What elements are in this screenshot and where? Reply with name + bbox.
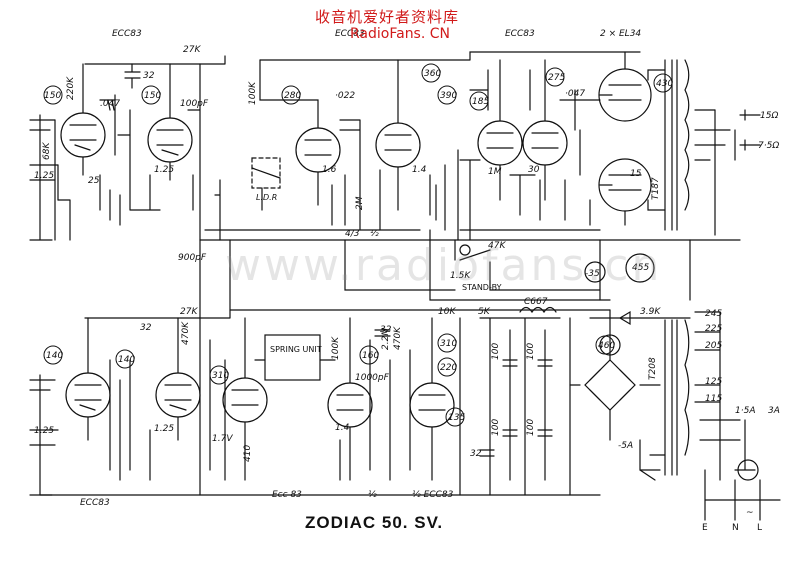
label-misc7: 15 bbox=[630, 169, 642, 179]
label-v-bot1: 140 bbox=[46, 351, 63, 361]
label-tube-ecc83-bot2: Ecc 83 bbox=[272, 490, 302, 500]
label-tap-245: 245 bbox=[705, 309, 722, 319]
label-v-bot4: 1.25 bbox=[34, 426, 54, 436]
label-fuse1: 1·5A bbox=[735, 406, 755, 416]
label-r7: 5K bbox=[478, 307, 491, 317]
label-t-right: T187 bbox=[651, 177, 661, 200]
label-v-top1: 150 bbox=[44, 91, 61, 101]
label-tap-115: 115 bbox=[705, 394, 722, 404]
label-v-top15: -35 bbox=[585, 269, 600, 279]
label-v-top12: 1.4 bbox=[412, 165, 427, 175]
label-standby: STAND-BY bbox=[462, 283, 502, 292]
label-tube-ecc83-top: ECC83 bbox=[112, 29, 142, 39]
label-v-top2: 150 bbox=[144, 91, 161, 101]
label-v-top7: 275 bbox=[548, 73, 565, 83]
label-v-bot6: 1.7V bbox=[212, 434, 233, 444]
label-v-bot10: 1.4 bbox=[335, 423, 350, 433]
label-mains-sym: ~ bbox=[746, 508, 754, 518]
label-v-top10: 1.25 bbox=[154, 165, 174, 175]
label-mains-n: N bbox=[732, 523, 739, 533]
label-r1: 27K bbox=[183, 45, 201, 55]
label-v-top4: 360 bbox=[424, 69, 441, 79]
label-r8: 10K bbox=[438, 307, 456, 317]
label-tube-ecc83-right: ECC83 bbox=[505, 29, 535, 39]
label-v-top3: 280 bbox=[284, 91, 301, 101]
label-misc4: 68K bbox=[42, 142, 52, 160]
label-r2: 27K bbox=[180, 307, 198, 317]
label-v-top14: 455 bbox=[632, 263, 649, 273]
label-misc5: 470K bbox=[393, 326, 403, 350]
label-v-bot13: 410 bbox=[243, 445, 253, 462]
label-c1: .047 bbox=[100, 99, 120, 109]
label-v-top11: 1.6 bbox=[322, 165, 337, 175]
site-header-url: RadioFans. CN bbox=[350, 26, 451, 42]
label-misc2: 2M bbox=[355, 196, 365, 210]
label-c10: 900pF bbox=[178, 253, 207, 263]
label-out-15: 15Ω bbox=[760, 111, 778, 121]
label-fuse2: 3A bbox=[768, 406, 780, 416]
label-ldr: L.D.R bbox=[256, 193, 277, 202]
label-tap-205: 205 bbox=[705, 341, 722, 351]
label-c11: 1.5K bbox=[450, 271, 471, 281]
label-v-top8: 430 bbox=[656, 79, 673, 89]
label-c14: 32 bbox=[470, 449, 482, 459]
label-v-bot11: 135 bbox=[448, 413, 465, 423]
label-v-bot8: 310 bbox=[440, 339, 457, 349]
site-header-chinese: 收音机爱好者资料库 bbox=[315, 8, 460, 26]
label-r10: 47K bbox=[488, 241, 506, 251]
label-r3: 220K bbox=[66, 76, 76, 100]
label-r5: 100K bbox=[331, 336, 341, 360]
label-mains-e: E bbox=[702, 523, 708, 533]
label-tap-225: 225 bbox=[705, 324, 722, 334]
label-c16: 100 bbox=[526, 419, 536, 436]
label-c9: 1000pF bbox=[355, 373, 390, 383]
label-tube-el34: 2 × EL34 bbox=[600, 29, 641, 39]
label-v-top5: 390 bbox=[440, 91, 457, 101]
label-c6: 32 bbox=[380, 325, 392, 335]
label-v-bot2: 140 bbox=[118, 355, 135, 365]
label-c12: 100 bbox=[491, 343, 501, 360]
label-v-bot7: 160 bbox=[362, 351, 379, 361]
label-c5: 32 bbox=[140, 323, 152, 333]
label-mains-l: L bbox=[757, 523, 762, 533]
label-misc3: 1M bbox=[488, 167, 502, 177]
label-c2: ·022 bbox=[335, 91, 355, 101]
label-c15: 100 bbox=[491, 419, 501, 436]
label-half: ½ bbox=[368, 490, 377, 500]
label-v-bot5: 1.25 bbox=[154, 424, 174, 434]
label-v-top6: 185 bbox=[472, 97, 489, 107]
watermark: www.radiofans.cn bbox=[225, 240, 663, 291]
label-r4: 100K bbox=[248, 81, 258, 105]
label-v-bot3: 310 bbox=[212, 371, 229, 381]
label-half2: ½ bbox=[370, 229, 379, 239]
label-misc1: 4/3 bbox=[345, 229, 360, 239]
label-tube-ecc83-mid: ECC83 bbox=[335, 29, 365, 39]
label-misc6: 2.2M bbox=[381, 328, 391, 350]
label-tap-125: 125 bbox=[705, 377, 722, 387]
label-v-top9: 1.25 bbox=[34, 171, 54, 181]
label-v-bot14: -5A bbox=[618, 441, 633, 451]
label-v-bot12: 460 bbox=[598, 341, 615, 351]
label-out-75: 7·5Ω bbox=[758, 141, 779, 151]
label-tube-ecc83-bot1: ECC83 bbox=[80, 498, 110, 508]
label-c8: 100pF bbox=[180, 99, 209, 109]
label-c7: 25 bbox=[88, 176, 100, 186]
label-c13: 100 bbox=[526, 343, 536, 360]
label-t-left: T208 bbox=[648, 357, 658, 380]
label-tube-ecc83-bot3: ½ ECC83 bbox=[412, 490, 454, 500]
label-spring-unit: SPRING UNIT bbox=[270, 345, 322, 354]
label-v-bot9: 220 bbox=[440, 363, 457, 373]
label-choke: C667 bbox=[524, 297, 548, 307]
label-r9: 3.9K bbox=[640, 307, 661, 317]
label-r6: 470K bbox=[181, 321, 191, 345]
schematic-title: ZODIAC 50. SV. bbox=[305, 513, 444, 532]
label-c4: 32 bbox=[143, 71, 155, 81]
label-c3: ·047 bbox=[565, 89, 585, 99]
label-v-top13: 30 bbox=[528, 165, 540, 175]
